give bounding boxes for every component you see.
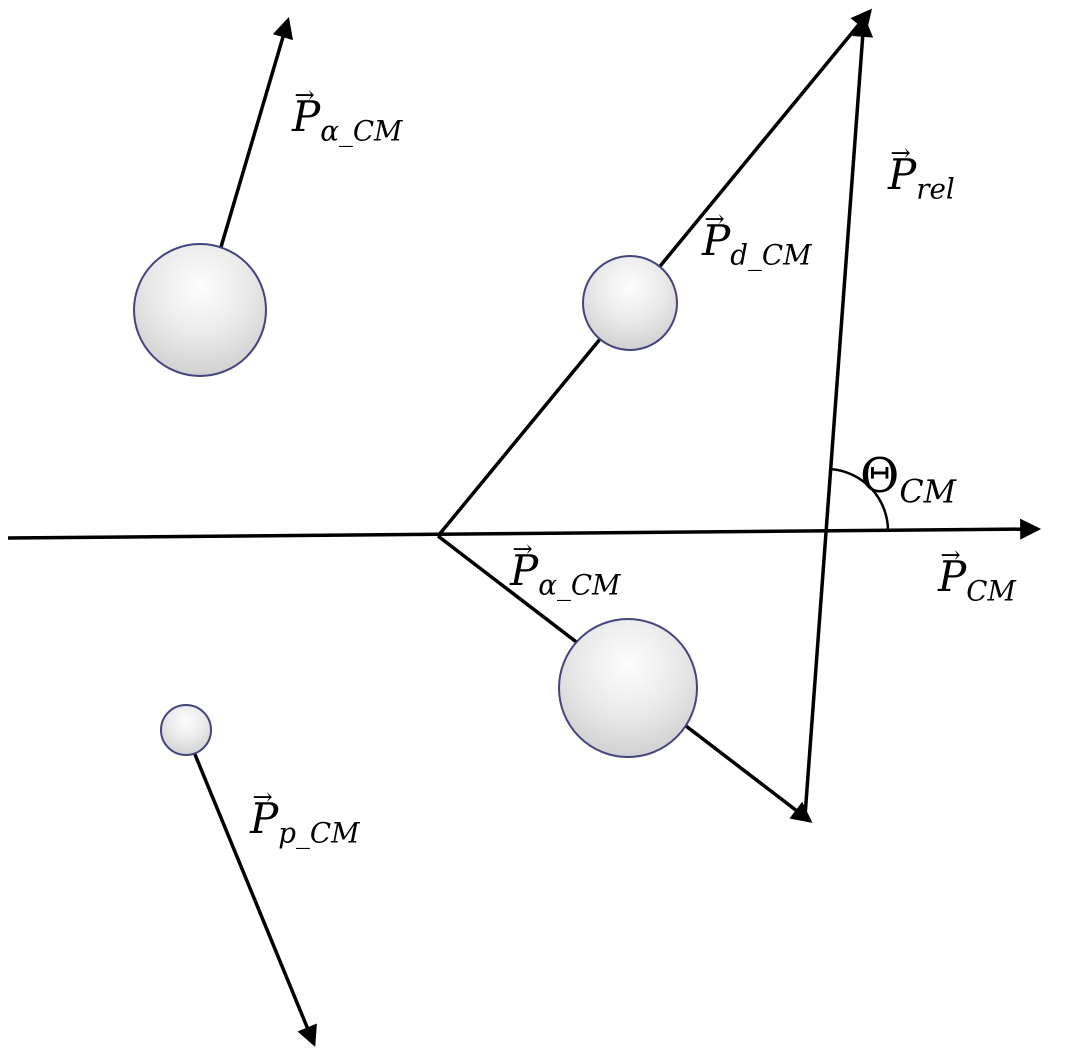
symbol-base: Θ [860, 448, 900, 504]
label-theta-cm: ΘCM [860, 452, 956, 509]
alpha-particle-sphere-lower [558, 618, 698, 758]
vector-arrow-icon: → [294, 80, 315, 110]
symbol-base: P [292, 92, 321, 141]
vector-arrow-icon: → [252, 782, 273, 812]
symbol-subscript: α_CM [538, 568, 621, 602]
cm-axis-line [7, 518, 1042, 540]
vector-symbol: →P [938, 542, 966, 598]
proton-sphere [160, 704, 212, 756]
vector-symbol: →P [250, 784, 278, 840]
symbol-base: P [888, 150, 917, 199]
symbol-subscript: p_CM [278, 816, 360, 850]
label-p-d-cm: →Pd_CM [702, 206, 812, 272]
alpha-particle-sphere-upper [133, 243, 267, 377]
symbol-base: P [702, 216, 731, 265]
symbol-subscript: rel [916, 172, 955, 206]
theta-cm-angle-arc [829, 467, 890, 532]
vector-arrow-icon: → [890, 138, 911, 168]
label-p-rel: →Prel [888, 140, 955, 206]
vector-arrow-icon: → [704, 204, 725, 234]
label-p-cm: →PCM [938, 542, 1016, 608]
vector-arrow-icon: → [512, 534, 533, 564]
label-p-alpha-cm-lower: →Pα_CM [510, 536, 621, 602]
angle-symbol: Θ [860, 452, 899, 500]
vector-symbol: →P [702, 206, 730, 262]
vector-symbol: →P [292, 82, 320, 138]
vector-symbol: →P [510, 536, 538, 592]
label-p-p-cm: →Pp_CM [250, 784, 360, 850]
symbol-subscript: CM [966, 574, 1016, 608]
symbol-base: P [250, 794, 279, 843]
symbol-subscript: CM [899, 474, 957, 511]
vector-p-p-line [185, 734, 317, 1047]
symbol-base: P [938, 552, 967, 601]
deuteron-sphere [582, 255, 678, 351]
symbol-subscript: α_CM [320, 114, 403, 148]
vector-p-rel-line [803, 15, 874, 817]
label-p-alpha-cm-upper: →Pα_CM [292, 82, 403, 148]
vector-symbol: →P [888, 140, 916, 196]
vector-arrow-icon: → [940, 540, 961, 570]
symbol-base: P [510, 546, 539, 595]
symbol-subscript: d_CM [730, 238, 812, 272]
